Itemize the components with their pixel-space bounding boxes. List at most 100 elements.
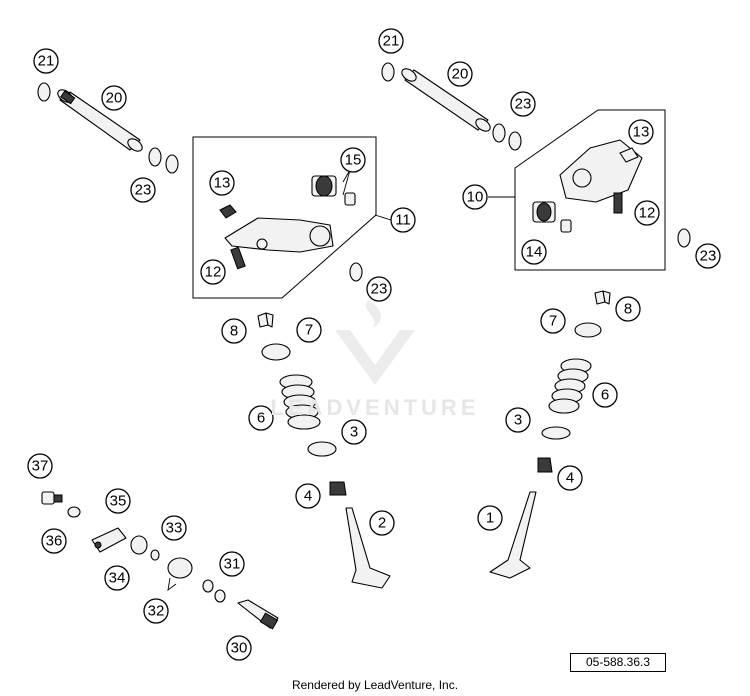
valve-keepers-left	[257, 312, 274, 328]
render-credit: Rendered by LeadVenture, Inc.	[291, 678, 459, 692]
callout-4-left: 4	[295, 483, 321, 509]
roller-left	[311, 175, 337, 197]
valve-stem-seal-left	[329, 481, 347, 496]
callout-4-right: 4	[557, 465, 583, 491]
valve-spring-left	[279, 374, 321, 430]
valve-left	[345, 507, 391, 589]
callout-15: 15	[340, 147, 366, 173]
callout-11: 11	[390, 207, 416, 233]
svg-text:32: 32	[148, 603, 165, 620]
svg-text:10: 10	[467, 189, 484, 206]
washer-left-1	[148, 147, 162, 167]
valve-spring-right	[548, 358, 592, 414]
svg-text:35: 35	[110, 493, 127, 510]
washer-left-3	[349, 262, 363, 282]
rocker-shaft-left	[57, 89, 143, 152]
callout-7-left: 7	[296, 317, 322, 343]
nut-right	[619, 147, 639, 163]
svg-text:12: 12	[205, 264, 222, 281]
svg-text:8: 8	[230, 323, 238, 340]
valve-stem-seal-right	[537, 457, 553, 473]
callout-32: 32	[143, 598, 169, 624]
svg-text:7: 7	[305, 322, 313, 339]
spring-retainer-left	[261, 343, 291, 361]
spring-seat-right	[541, 426, 571, 440]
svg-text:1: 1	[486, 510, 494, 527]
decompressor-washer	[67, 506, 81, 518]
decompressor-lever	[91, 527, 127, 553]
leader-lines	[342, 169, 515, 221]
watermark-text: LEADVENTURE	[270, 395, 480, 420]
washer-right-2	[508, 131, 522, 151]
rocker-arm-left	[224, 217, 334, 253]
svg-text:7: 7	[549, 313, 557, 330]
svg-text:3: 3	[350, 424, 358, 441]
decompressor-bushing	[130, 535, 148, 555]
adjusting-screw-left	[230, 246, 246, 270]
svg-text:23: 23	[700, 248, 717, 265]
rocker-arm-group-box-left	[192, 136, 377, 299]
diagram-reference-code: 05-588.36.3	[570, 653, 666, 672]
callout-10: 10	[462, 184, 488, 210]
callout-12-right: 12	[634, 200, 660, 226]
decompressor-ring	[150, 549, 160, 561]
callout-1: 1	[477, 505, 503, 531]
callout-20-right: 20	[447, 61, 473, 87]
callout-8-left: 8	[221, 318, 247, 344]
rocker-arm-group-box-right	[514, 109, 666, 271]
svg-text:2: 2	[378, 515, 386, 532]
callout-23-lower-right: 23	[695, 243, 721, 269]
svg-text:14: 14	[526, 244, 543, 261]
svg-text:21: 21	[38, 53, 55, 70]
svg-text:34: 34	[109, 570, 126, 587]
callout-6-right: 6	[592, 382, 618, 408]
svg-text:20: 20	[106, 90, 123, 107]
callout-37: 37	[27, 453, 53, 479]
callout-30: 30	[226, 635, 252, 661]
svg-text:4: 4	[566, 470, 574, 487]
callout-34: 34	[104, 565, 130, 591]
callout-3-right: 3	[505, 407, 531, 433]
svg-text:23: 23	[135, 182, 152, 199]
callout-23-lower-left: 23	[366, 276, 392, 302]
washer-right-1	[492, 123, 506, 143]
callout-12-left: 12	[200, 259, 226, 285]
callout-23-right: 23	[510, 91, 536, 117]
pin-left	[344, 192, 356, 206]
washer-left-2	[165, 154, 179, 174]
callout-7-right: 7	[540, 308, 566, 334]
svg-text:23: 23	[515, 96, 532, 113]
svg-text:12: 12	[639, 205, 656, 222]
o-ring-left	[37, 82, 51, 102]
decompressor-o-ring-1	[202, 579, 214, 593]
decompressor-plug	[41, 491, 63, 505]
decompressor-o-ring-2	[214, 589, 226, 603]
callout-31: 31	[219, 551, 245, 577]
svg-text:23: 23	[371, 281, 388, 298]
svg-text:6: 6	[257, 410, 265, 427]
callout-2: 2	[369, 510, 395, 536]
callout-14: 14	[521, 239, 547, 265]
callout-35: 35	[105, 488, 131, 514]
svg-text:3: 3	[514, 412, 522, 429]
callout-23-left: 23	[130, 177, 156, 203]
svg-text:11: 11	[395, 212, 411, 229]
callout-36: 36	[41, 528, 67, 554]
o-ring-right	[381, 62, 395, 82]
watermark-logo	[335, 300, 415, 385]
callout-21-left: 21	[33, 48, 59, 74]
spring-seat-left	[307, 441, 337, 457]
washer-right-3	[677, 228, 691, 248]
valve-keepers-right	[594, 290, 611, 305]
decompressor-spring	[167, 557, 193, 592]
svg-text:8: 8	[624, 301, 632, 318]
callout-20-left: 20	[101, 85, 127, 111]
callout-21-right: 21	[378, 28, 404, 54]
callout-13-left: 13	[209, 170, 235, 196]
pin-right	[560, 219, 572, 233]
rocker-shaft-right	[401, 68, 491, 132]
svg-text:30: 30	[231, 640, 248, 657]
callout-3-left: 3	[341, 419, 367, 445]
roller-right	[532, 201, 556, 223]
